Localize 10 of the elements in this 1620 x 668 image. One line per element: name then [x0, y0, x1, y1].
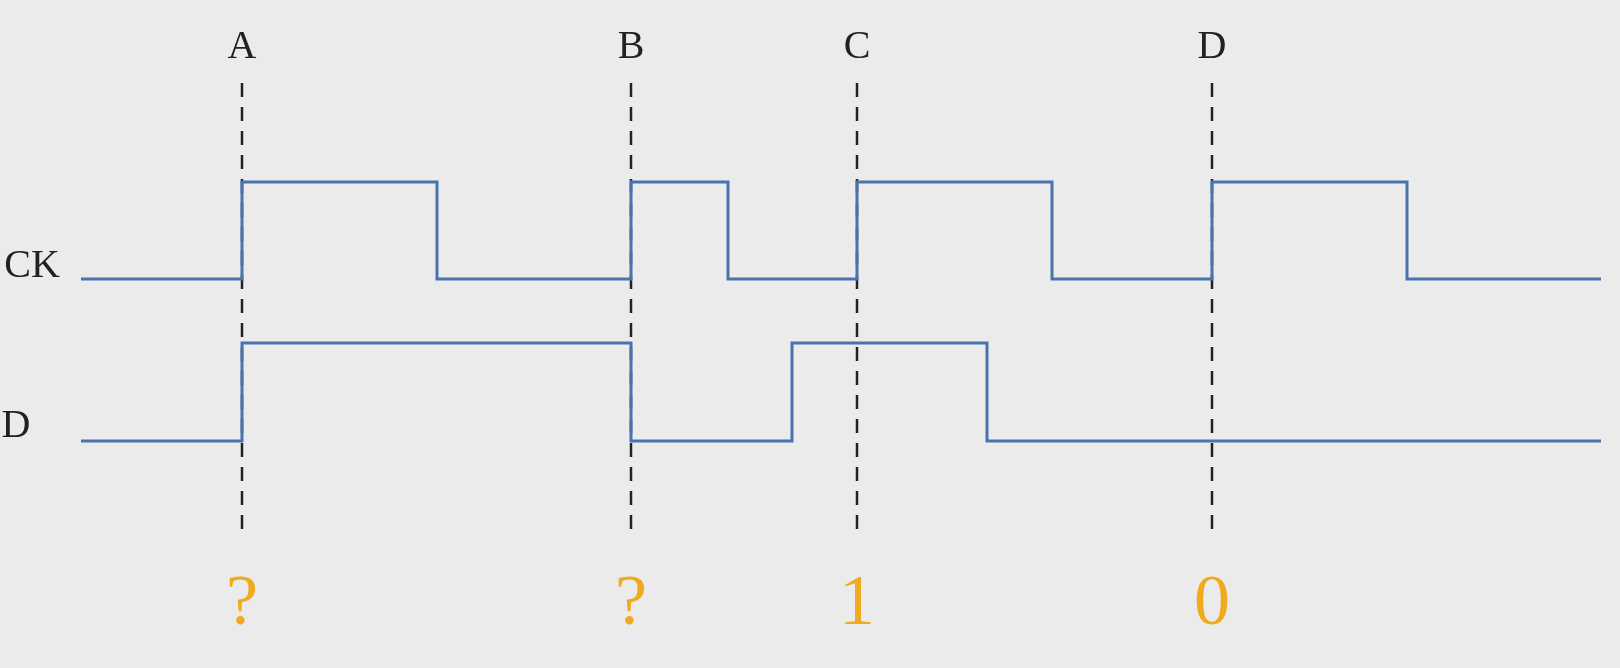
time-marker-label: C — [843, 25, 871, 65]
time-marker-label: B — [617, 25, 645, 65]
output-value: ? — [226, 564, 258, 636]
signal-name: CK — [4, 244, 60, 284]
output-value: ? — [615, 564, 647, 636]
time-marker-label: A — [227, 25, 257, 65]
output-value: 0 — [1194, 564, 1230, 636]
time-marker-label: D — [1197, 25, 1227, 65]
output-value: 1 — [839, 564, 875, 636]
signal-name: D — [1, 404, 31, 444]
